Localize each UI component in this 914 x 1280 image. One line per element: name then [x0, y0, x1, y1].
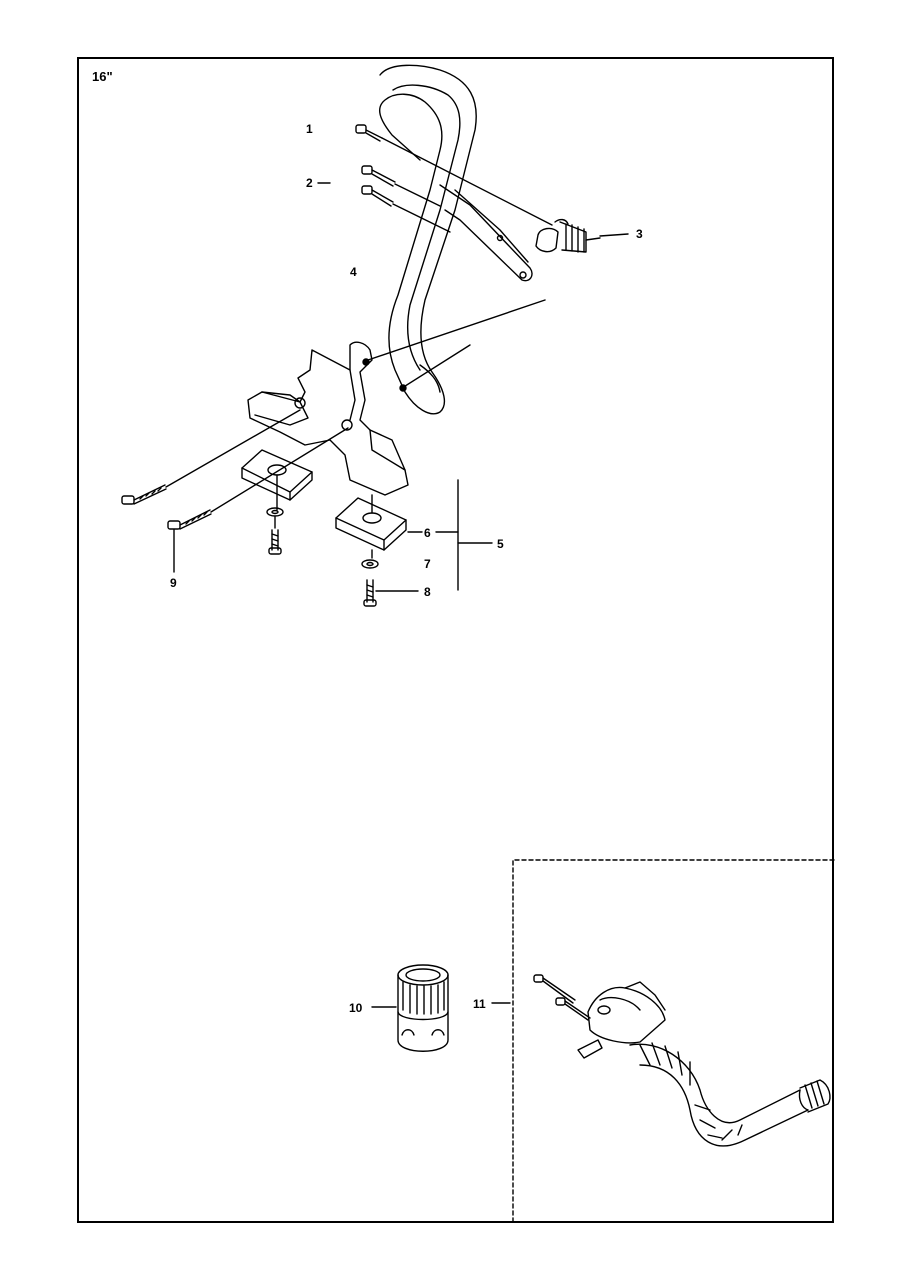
callout-5: 5	[497, 537, 504, 551]
screw-part-1	[355, 124, 553, 226]
diagram-frame	[77, 57, 834, 1223]
screw-left	[268, 516, 282, 555]
callout-11: 11	[473, 997, 486, 1011]
leader-upper	[367, 299, 546, 361]
leader-mid	[401, 344, 471, 389]
screw-part-2a	[361, 165, 441, 207]
leader-3	[599, 233, 629, 237]
rubber-buffer-left	[241, 449, 313, 511]
screw-part-8	[363, 579, 377, 607]
rubber-buffer-part-6	[335, 494, 407, 559]
callout-3: 3	[636, 227, 643, 241]
callout-2: 2	[306, 176, 313, 190]
callout-9: 9	[170, 576, 177, 590]
callout-4: 4	[350, 265, 357, 279]
callout-7: 7	[424, 557, 431, 571]
water-hose-part-11	[533, 974, 831, 1147]
callout-8: 8	[424, 585, 431, 599]
spring-part-3	[535, 218, 601, 253]
callout-10: 10	[349, 1001, 363, 1015]
callout-6: 6	[424, 526, 431, 540]
callout-1: 1	[306, 122, 313, 136]
washer-part-7	[361, 559, 379, 569]
inset-border	[512, 859, 836, 1223]
handle-bracket	[247, 341, 409, 496]
screw-part-9a	[121, 409, 301, 505]
washer-left	[266, 507, 284, 517]
screw-part-9b	[167, 427, 349, 530]
screw-part-2b	[361, 185, 451, 233]
coupling-part-10	[397, 964, 449, 1052]
variant-label: 16"	[92, 69, 113, 84]
front-handle	[378, 64, 533, 415]
